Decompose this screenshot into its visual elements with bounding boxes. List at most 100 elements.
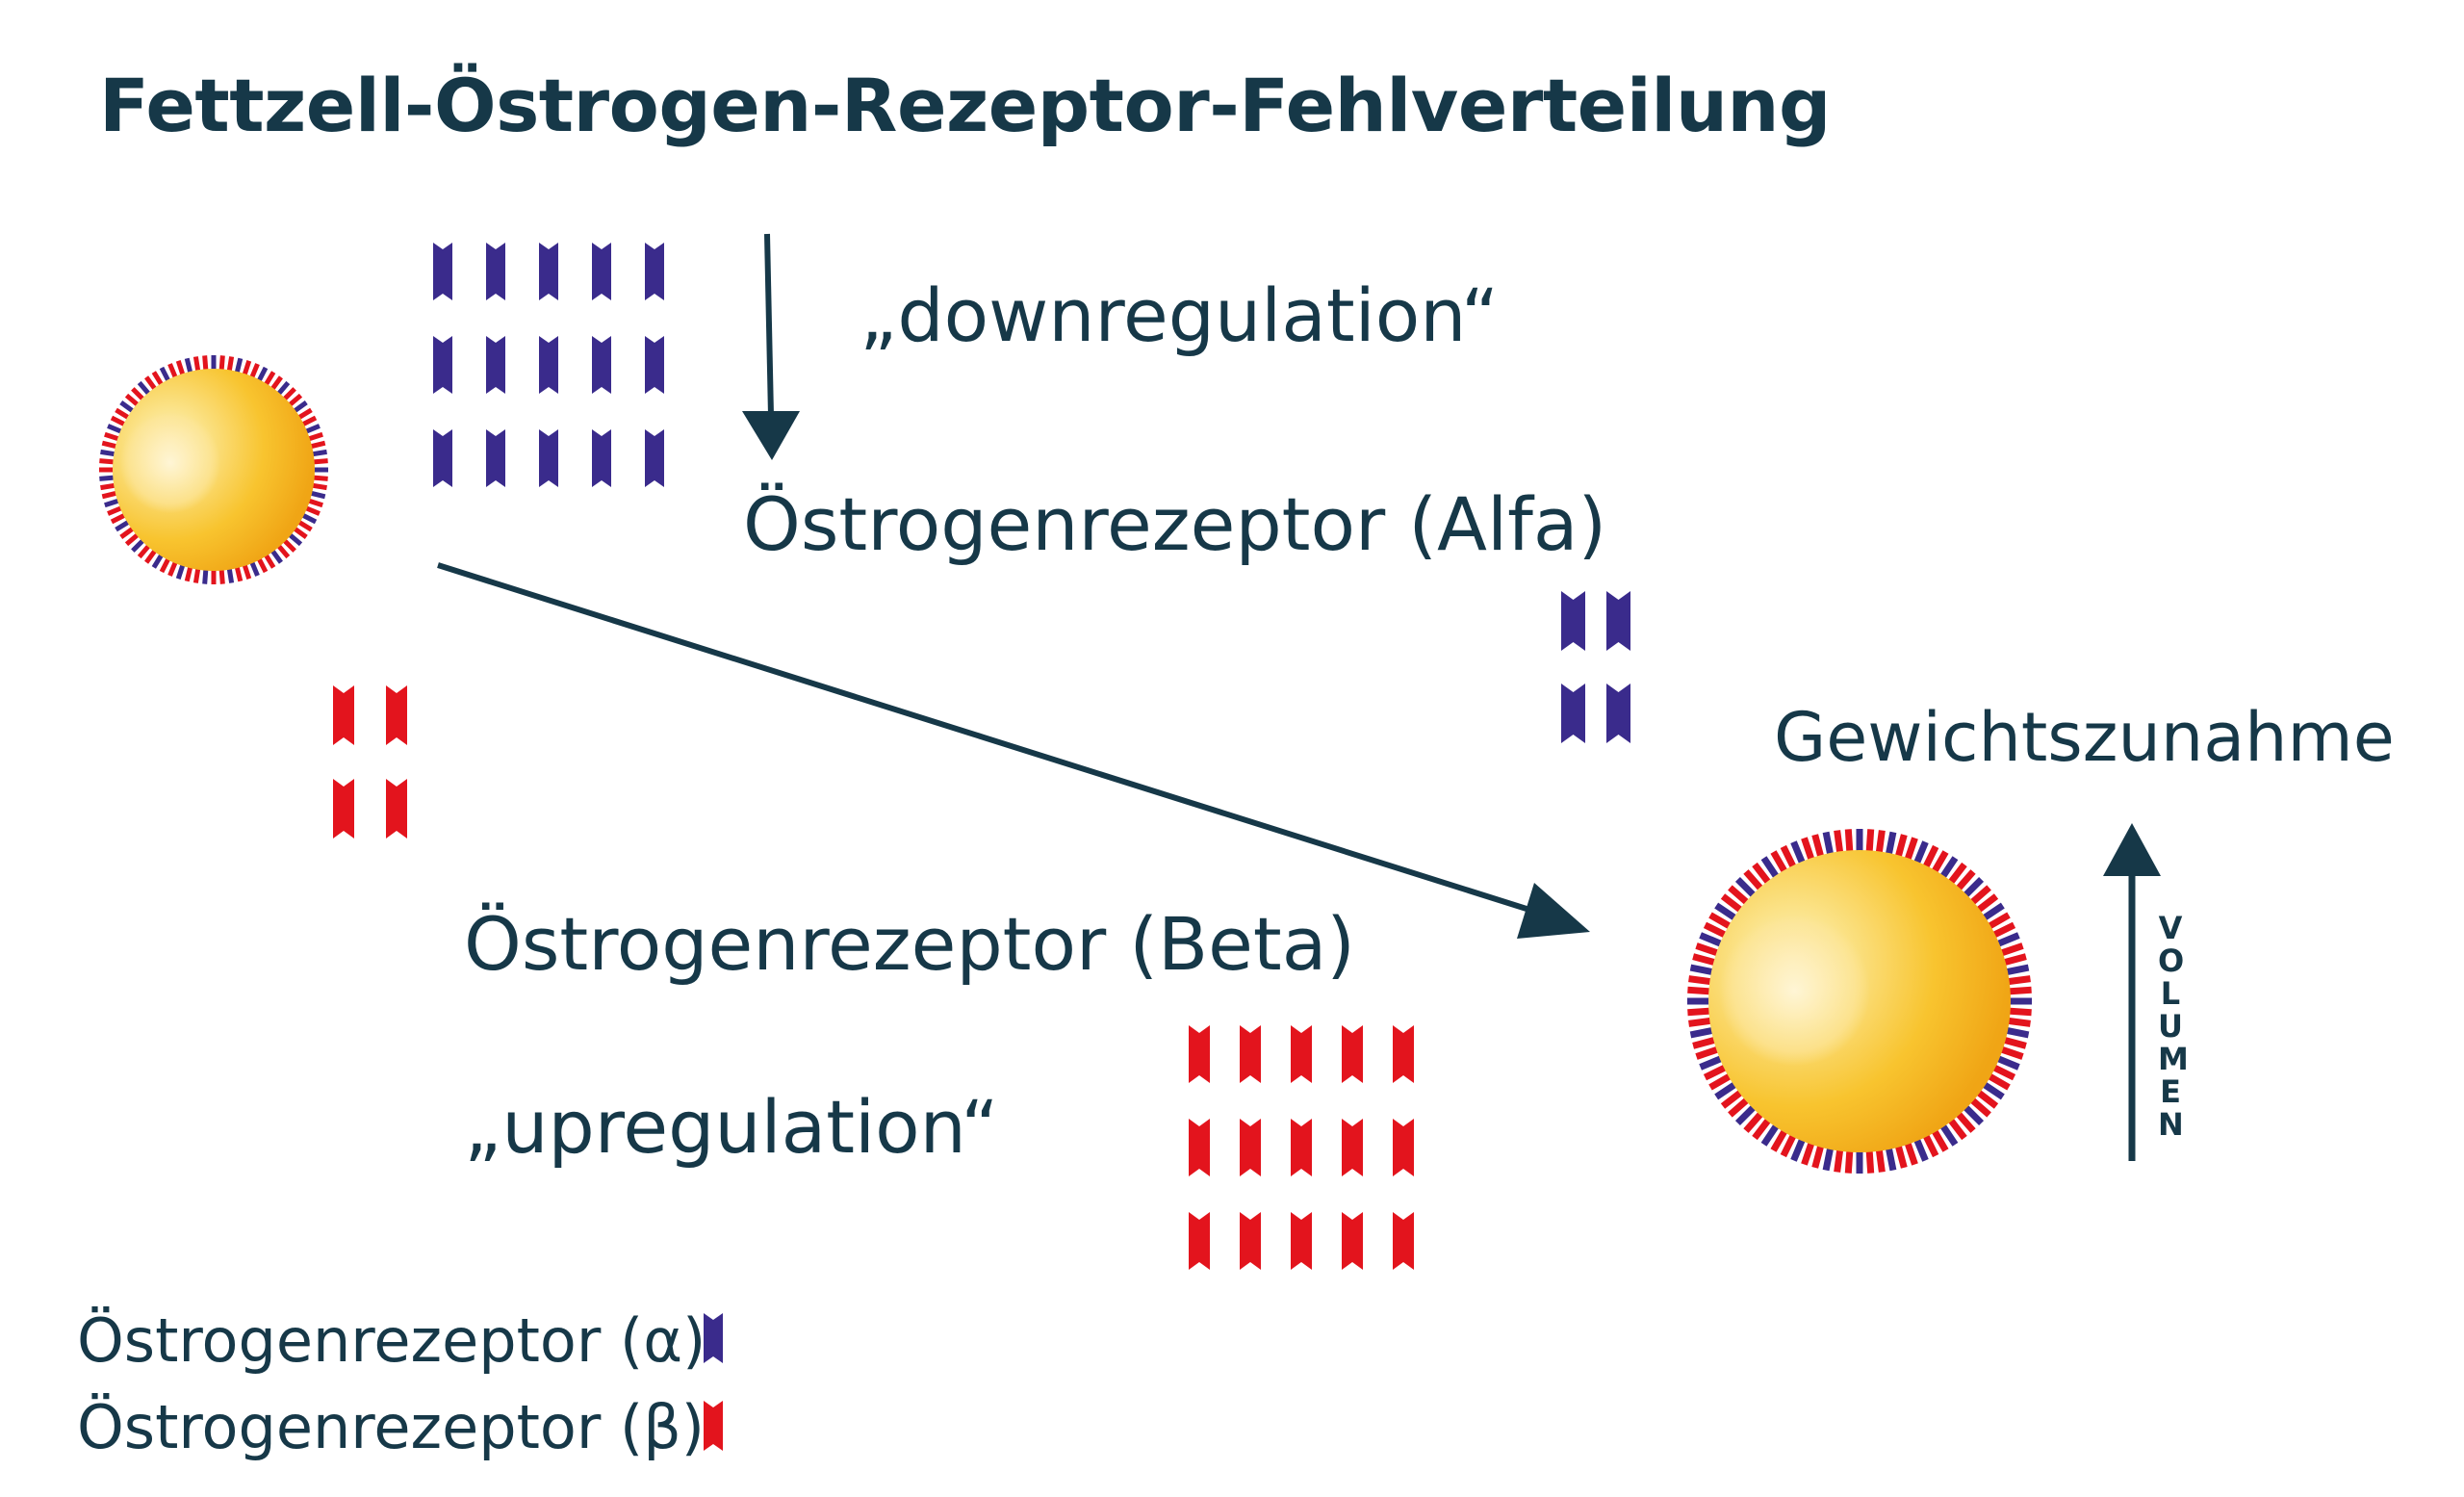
legend-alpha-label: Östrogenrezeptor (α): [77, 1305, 706, 1376]
volume-letter: O: [2158, 942, 2185, 979]
receptor-spike: [1752, 862, 1773, 887]
receptor-icon: [1606, 684, 1630, 743]
receptor-spike: [1834, 1147, 1844, 1173]
receptor-spike: [1930, 850, 1949, 876]
receptor-spike: [1790, 840, 1807, 866]
receptor-icon: [1291, 1025, 1312, 1083]
receptor-spike: [1728, 885, 1752, 907]
receptor-spike: [1865, 1148, 1875, 1174]
receptor-icon: [592, 429, 611, 487]
receptor-icon: [386, 685, 407, 745]
receptor-spike: [1708, 912, 1734, 931]
receptor-spike: [1989, 1063, 2016, 1081]
legend-icons: [704, 1313, 723, 1451]
alpha-receptor-label: Östrogenrezeptor (Alfa): [743, 481, 1607, 567]
receptor-spike: [1743, 869, 1765, 893]
receptor-icon: [1561, 591, 1585, 651]
upregulation-label: „upregulation“: [464, 1084, 999, 1170]
receptor-spike: [1703, 921, 1730, 940]
receptor-spike: [1980, 902, 2005, 922]
fat-cell-large: [1687, 829, 2032, 1174]
receptor-icon: [486, 243, 505, 300]
receptor-spike: [1801, 837, 1816, 864]
receptor-icon: [1240, 1212, 1261, 1270]
receptor-spike: [1844, 1148, 1854, 1174]
cell-highlight: [1718, 915, 1870, 1067]
cell-highlight: [119, 412, 221, 514]
alpha-receptor-group-downregulated: [433, 243, 664, 487]
receptor-spike: [1708, 1071, 1734, 1091]
receptor-spike: [1974, 893, 1999, 915]
receptor-spike: [1938, 856, 1959, 881]
receptor-spike: [1752, 1116, 1773, 1141]
receptor-spike: [1997, 1045, 2024, 1060]
receptor-spike: [2000, 953, 2027, 967]
receptor-spike: [1734, 876, 1758, 900]
receptor-icon: [704, 1401, 723, 1451]
receptor-spike: [1692, 953, 1719, 967]
receptor-spike: [1875, 1147, 1886, 1173]
receptor-spike: [1689, 964, 1716, 976]
receptor-spike: [1790, 1136, 1807, 1162]
receptor-spike: [1946, 862, 1967, 887]
receptor-icon: [1291, 1212, 1312, 1270]
receptor-spike: [1699, 932, 1725, 948]
receptor-spike: [1946, 1116, 1967, 1141]
receptor-icon: [1291, 1119, 1312, 1176]
receptor-spike: [2005, 975, 2031, 986]
receptor-spike: [1894, 834, 1908, 861]
receptor-spike: [1770, 850, 1789, 876]
receptor-spike: [1695, 942, 1722, 958]
receptor-spike: [1954, 869, 1976, 893]
receptor-spike: [1822, 1145, 1835, 1172]
receptor-icon: [1606, 591, 1630, 651]
receptor-spike: [1894, 1142, 1908, 1169]
beta-receptor-group-upregulated: [1189, 1025, 1414, 1270]
receptor-icon: [645, 429, 664, 487]
receptor-icon: [1189, 1025, 1210, 1083]
receptor-spike: [1688, 975, 1714, 986]
receptor-spike: [1967, 1096, 1991, 1118]
receptor-spike: [1865, 829, 1875, 855]
receptor-spike: [2000, 1036, 2027, 1049]
receptor-spike: [1720, 893, 1745, 915]
receptor-spike: [1954, 1109, 1976, 1133]
receptor-icon: [645, 243, 664, 300]
receptor-icon: [539, 243, 558, 300]
beta-receptor-label: Östrogenrezeptor (Beta): [464, 901, 1355, 987]
receptor-icon: [486, 429, 505, 487]
receptor-spike: [2005, 1017, 2031, 1027]
receptor-icon: [333, 779, 354, 839]
receptor-spike: [1989, 921, 2016, 940]
receptor-spike: [2003, 964, 2030, 976]
weight-gain-label: Gewichtszunahme: [1774, 698, 2395, 777]
receptor-spike: [1720, 1088, 1745, 1109]
volume-letter: L: [2160, 975, 2181, 1012]
receptor-spike: [1985, 1071, 2011, 1091]
volume-up-arrow: [2103, 823, 2161, 1161]
transition-arrow: [437, 562, 1590, 939]
receptor-icon: [433, 243, 452, 300]
receptor-spike: [1699, 1054, 1725, 1071]
receptor-icon: [1189, 1119, 1210, 1176]
receptor-spike: [1743, 1109, 1765, 1133]
alpha-receptor-group-small: [1561, 591, 1630, 743]
receptor-spike: [1714, 1080, 1739, 1100]
receptor-spike: [1728, 1096, 1752, 1118]
receptor-spike: [1703, 1063, 1730, 1081]
receptor-icon: [1342, 1212, 1363, 1270]
receptor-icon: [704, 1313, 723, 1363]
receptor-icon: [1342, 1119, 1363, 1176]
volume-letter: U: [2158, 1008, 2183, 1045]
receptor-spike: [1844, 829, 1854, 855]
beta-receptor-group-small: [333, 685, 407, 839]
receptor-icon: [386, 779, 407, 839]
receptor-spike: [1834, 830, 1844, 856]
receptor-spike: [1801, 1139, 1816, 1166]
receptor-spike: [1985, 912, 2011, 931]
receptor-spike: [2003, 1026, 2030, 1039]
receptor-spike: [1770, 1126, 1789, 1152]
receptor-spike: [1961, 876, 1985, 900]
receptor-spike: [1997, 942, 2024, 958]
